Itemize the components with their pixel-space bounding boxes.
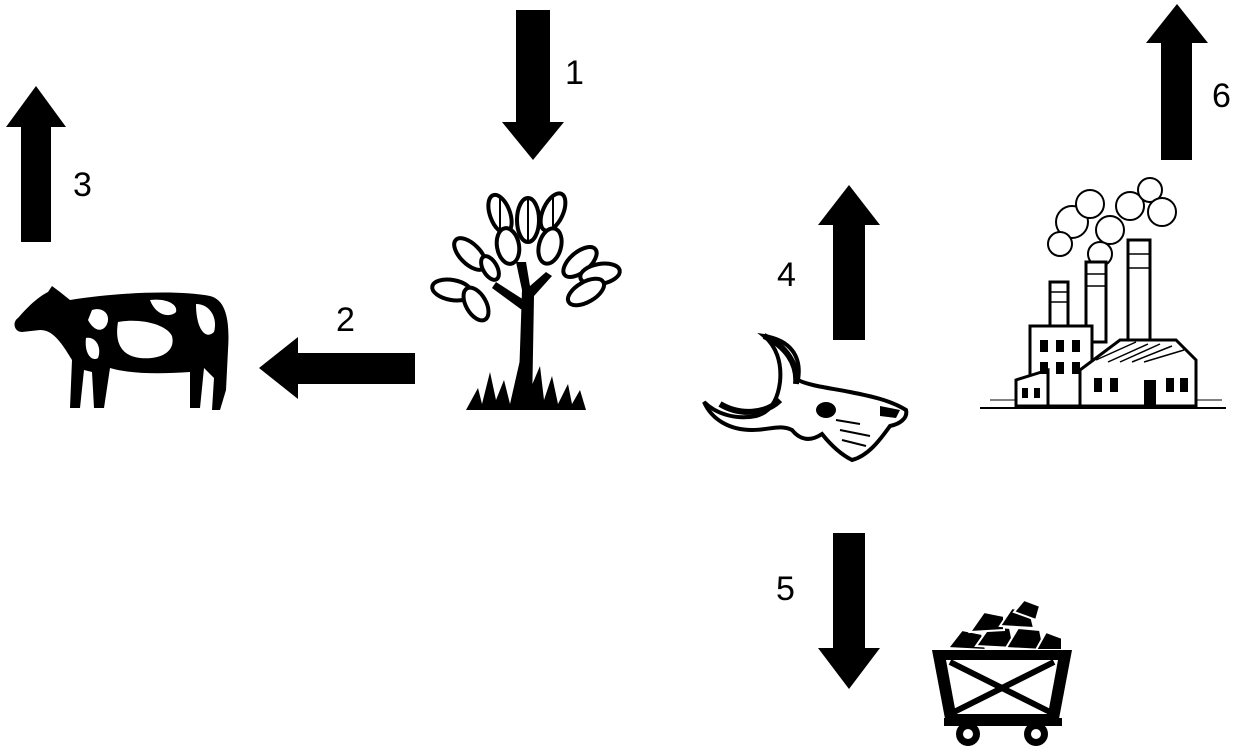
arrow-1-down-icon [502,10,564,160]
arrow-2-label: 2 [336,301,355,339]
factory-icon [980,177,1226,409]
arrow-3-up-icon [6,86,66,242]
arrow-6-up-icon [1146,4,1208,160]
arrow-4-up-icon [818,185,880,340]
cow-icon [14,286,229,410]
tree-icon [430,191,622,410]
arrow-5-label: 5 [776,570,795,608]
arrow-6-label: 6 [1212,77,1231,115]
coal-cart-icon [932,598,1072,746]
arrow-4-label: 4 [777,256,796,294]
arrow-1-label: 1 [565,54,584,92]
arrow-2-left-icon [259,337,415,399]
animal-skull-icon [702,332,909,463]
arrow-5-down-icon [818,533,880,689]
arrow-3-label: 3 [73,166,92,204]
